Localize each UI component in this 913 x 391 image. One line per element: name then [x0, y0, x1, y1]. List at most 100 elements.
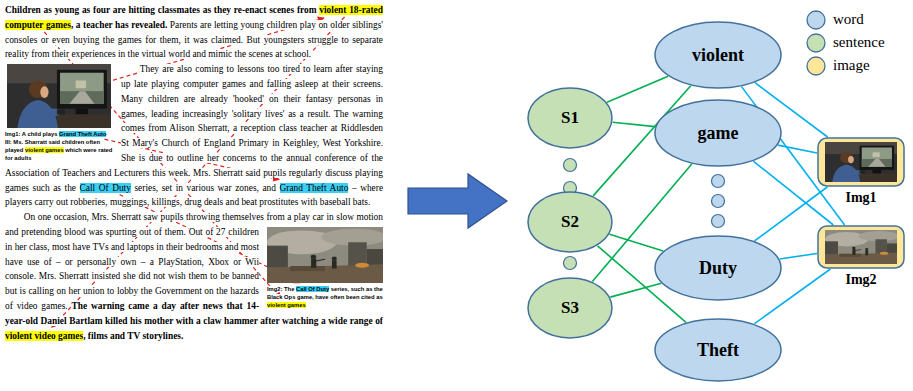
node-ellipse: [528, 278, 612, 338]
photo-detail: [332, 260, 337, 268]
photo-detail: [311, 255, 317, 259]
article-text: Children as young as four are hitting cl…: [5, 5, 317, 15]
photo-detail: [862, 147, 892, 166]
caption-block: Img1: A child plays Grand Theft Auto III…: [5, 131, 113, 162]
image-label: Img2: [845, 272, 876, 288]
ellipsis-dot: [564, 159, 577, 172]
photo-detail: [60, 91, 104, 104]
word-node: Duty: [654, 235, 782, 301]
legend-item: word: [806, 8, 885, 31]
node-label: Theft: [697, 340, 739, 361]
node-label: S2: [561, 212, 579, 232]
photo-detail: [873, 170, 882, 174]
image-node: Img1: [817, 137, 905, 187]
sentence-node: S2: [527, 191, 613, 253]
connector: [780, 253, 817, 258]
ellipsis-dot: [712, 215, 725, 228]
photo-detail: [860, 146, 895, 170]
highlighted-phrase: violent games: [267, 302, 306, 308]
article-figure: Img2: The Call Of Duty series, such as t…: [267, 227, 383, 309]
article-photo: [267, 227, 383, 283]
article-paragraph: Img1: A child plays Grand Theft Auto III…: [5, 62, 383, 210]
node-box: [818, 138, 904, 186]
caption-text: Img1: A child plays: [5, 131, 57, 137]
article-paragraph: Children as young as four are hitting cl…: [5, 3, 383, 62]
ellipsis-dot: [564, 257, 577, 270]
legend-swatch-box: [806, 56, 826, 76]
caption-block: Img2: The Call Of Duty series, such as t…: [267, 286, 383, 309]
legend-swatch-box: [806, 10, 826, 30]
legend-swatch: [807, 57, 825, 75]
highlighted-phrase: Grand Theft Auto: [280, 183, 349, 193]
photo-detail: [825, 241, 838, 254]
connector: [609, 234, 663, 251]
photo-detail: [854, 174, 897, 182]
node-label: violent: [692, 45, 744, 66]
highlighted-phrase: Call Of Duty: [296, 286, 329, 292]
photo-detail: [76, 109, 88, 115]
photo-detail: [880, 252, 889, 255]
connector: [755, 187, 828, 241]
photo-detail: [7, 64, 111, 128]
photo-detail: [855, 250, 861, 251]
node-box: [818, 226, 904, 268]
connector: [613, 122, 656, 126]
photo-detail: [311, 258, 316, 267]
photo-detail: [57, 70, 107, 109]
sentence-node: S3: [527, 277, 613, 339]
article-text: , films and TV storylines.: [83, 331, 183, 341]
photo-detail: [57, 110, 65, 115]
node-label: Duty: [699, 258, 737, 279]
news-article: Children as young as four are hitting cl…: [5, 3, 383, 389]
photo-detail: [860, 170, 866, 173]
legend-text: word: [833, 11, 864, 28]
node-ellipse: [655, 236, 781, 300]
photo-detail: [69, 91, 94, 104]
node-ellipse: [528, 192, 612, 252]
article-photo: [7, 64, 111, 128]
photo-detail: [862, 159, 892, 167]
highlighted-phrase: Call Of Duty: [80, 183, 131, 193]
node-label: game: [698, 123, 739, 144]
article-text: , a teacher has revealed.: [71, 20, 167, 30]
image-node: Img2: [817, 225, 905, 269]
photo-detail: [873, 152, 880, 157]
transform-arrow: [408, 174, 507, 228]
word-node: violent: [654, 21, 782, 89]
photo-detail: [49, 115, 111, 129]
article-text: Out of 27 children in her class, most ha…: [5, 227, 259, 311]
highlighted-phrase: violent video games: [5, 331, 83, 341]
legend-swatch: [807, 11, 825, 29]
photo-detail: [316, 259, 325, 261]
node-ellipse: [655, 100, 781, 166]
caption-text: Img2: The: [267, 286, 294, 292]
photo-detail: [76, 81, 86, 89]
photo-detail: [825, 142, 897, 182]
ellipsis-dot: [712, 175, 725, 188]
node-picture: [825, 142, 897, 182]
legend-swatch-box: [806, 33, 826, 53]
word-node: Theft: [654, 318, 782, 382]
word-node: game: [654, 99, 782, 167]
legend-swatch: [807, 34, 825, 52]
highlighted-phrase: violent games: [25, 147, 64, 153]
article-figure: Img1: A child plays Grand Theft Auto III…: [5, 64, 113, 162]
connector: [607, 76, 668, 102]
legend-item: image: [806, 54, 885, 77]
photo-detail: [267, 246, 288, 268]
node-picture: [825, 230, 897, 264]
photo-detail: [60, 73, 104, 104]
legend: word sentence image: [806, 8, 885, 77]
sentence-node: S1: [527, 87, 613, 149]
node-ellipse: [528, 88, 612, 148]
image-label: Img1: [845, 190, 876, 206]
legend-item: sentence: [806, 31, 885, 54]
node-label: S3: [561, 298, 579, 318]
highlighted-phrase: Grand Theft Auto: [59, 131, 106, 137]
photo-detail: [868, 159, 885, 167]
node-ellipse: [655, 22, 781, 88]
photo-detail: [839, 254, 861, 257]
photo-detail: [865, 248, 868, 250]
legend-text: sentence: [833, 34, 885, 51]
legend-text: image: [833, 57, 870, 74]
